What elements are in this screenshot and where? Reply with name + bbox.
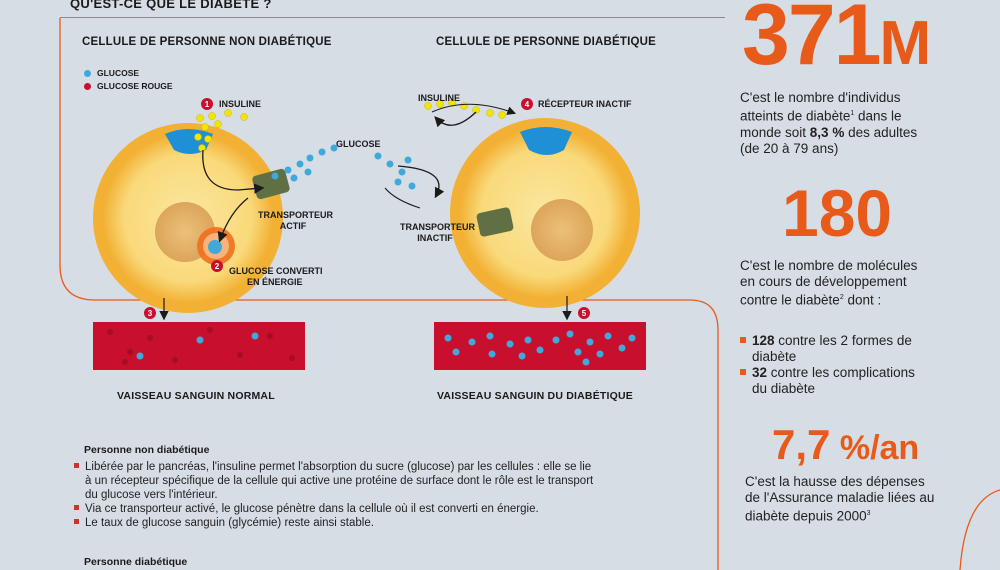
glucose-label: GLUCOSE bbox=[336, 139, 381, 149]
legend-glucose-rouge: GLUCOSE ROUGE bbox=[97, 81, 173, 91]
legend: GLUCOSE GLUCOSE ROUGE bbox=[84, 68, 173, 91]
glucose-stream bbox=[271, 144, 416, 190]
insuline-label-left: INSULINE bbox=[219, 99, 262, 109]
stat-molecules-value: 180 bbox=[782, 176, 893, 250]
legend-glucose: GLUCOSE bbox=[97, 68, 140, 78]
normal-cell-title: CELLULE DE PERSONNE NON DIABÉTIQUE bbox=[82, 36, 332, 48]
glucose-dot-icon bbox=[84, 69, 91, 77]
stat-individuals-text: C'est le nombre d'individus atteints de … bbox=[740, 90, 918, 156]
section-non-diabetic-heading: Personne non diabétique bbox=[84, 444, 210, 456]
step-3-number: 3 bbox=[148, 309, 153, 318]
insulin-molecules-right bbox=[424, 99, 506, 119]
diabetic-cell bbox=[450, 118, 640, 308]
normal-vessel bbox=[93, 322, 305, 370]
recepteur-inactif-label: RÉCEPTEUR INACTIF bbox=[538, 99, 632, 109]
step-badges bbox=[144, 98, 590, 319]
non-diabetic-description: Libérée par le pancréas, l'insuline perm… bbox=[74, 460, 714, 530]
step-2-number: 2 bbox=[215, 262, 220, 271]
insulin-receptor-inactive bbox=[520, 127, 572, 155]
stat-molecules-breakdown: 128 contre les 2 formes de diabète 32 co… bbox=[740, 333, 955, 397]
page-title: QU'EST-CE QUE LE DIABÈTE ? bbox=[70, 0, 272, 11]
section-diabetic-heading: Personne diabétique bbox=[84, 556, 188, 568]
stat-molecules-text: C'est le nombre de molécules en cours de… bbox=[740, 258, 918, 308]
normal-vessel-label: VAISSEAU SANGUIN NORMAL bbox=[117, 390, 275, 402]
insuline-label-right: INSULINE bbox=[418, 93, 461, 103]
stat-individuals-value: 371M bbox=[742, 0, 932, 83]
red-glucose-dot-icon bbox=[84, 82, 91, 90]
header-divider bbox=[60, 17, 725, 18]
step-1-number: 1 bbox=[205, 100, 210, 109]
diabetic-vessel-label: VAISSEAU SANGUIN DU DIABÉTIQUE bbox=[437, 390, 633, 402]
diabetic-cell-title: CELLULE DE PERSONNE DIABÉTIQUE bbox=[436, 36, 657, 48]
step-5-number: 5 bbox=[582, 309, 587, 318]
inactive-transporter bbox=[476, 207, 514, 237]
stat-expenses-value: 7,7 %/an bbox=[772, 421, 920, 468]
insulin-molecules-left bbox=[194, 109, 248, 152]
stat-expenses-text: C'est la hausse des dépenses de l'Assura… bbox=[745, 474, 935, 524]
diabetic-vessel bbox=[434, 322, 646, 370]
step-4-number: 4 bbox=[525, 100, 530, 109]
